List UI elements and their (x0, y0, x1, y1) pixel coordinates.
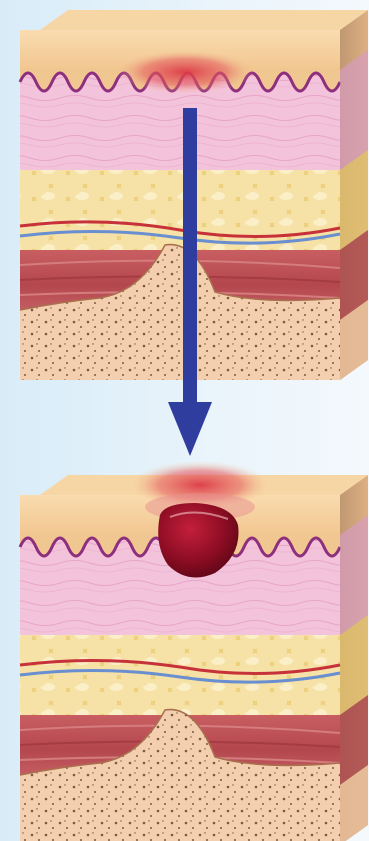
surface-redness (115, 50, 255, 94)
panel-after (20, 461, 368, 841)
